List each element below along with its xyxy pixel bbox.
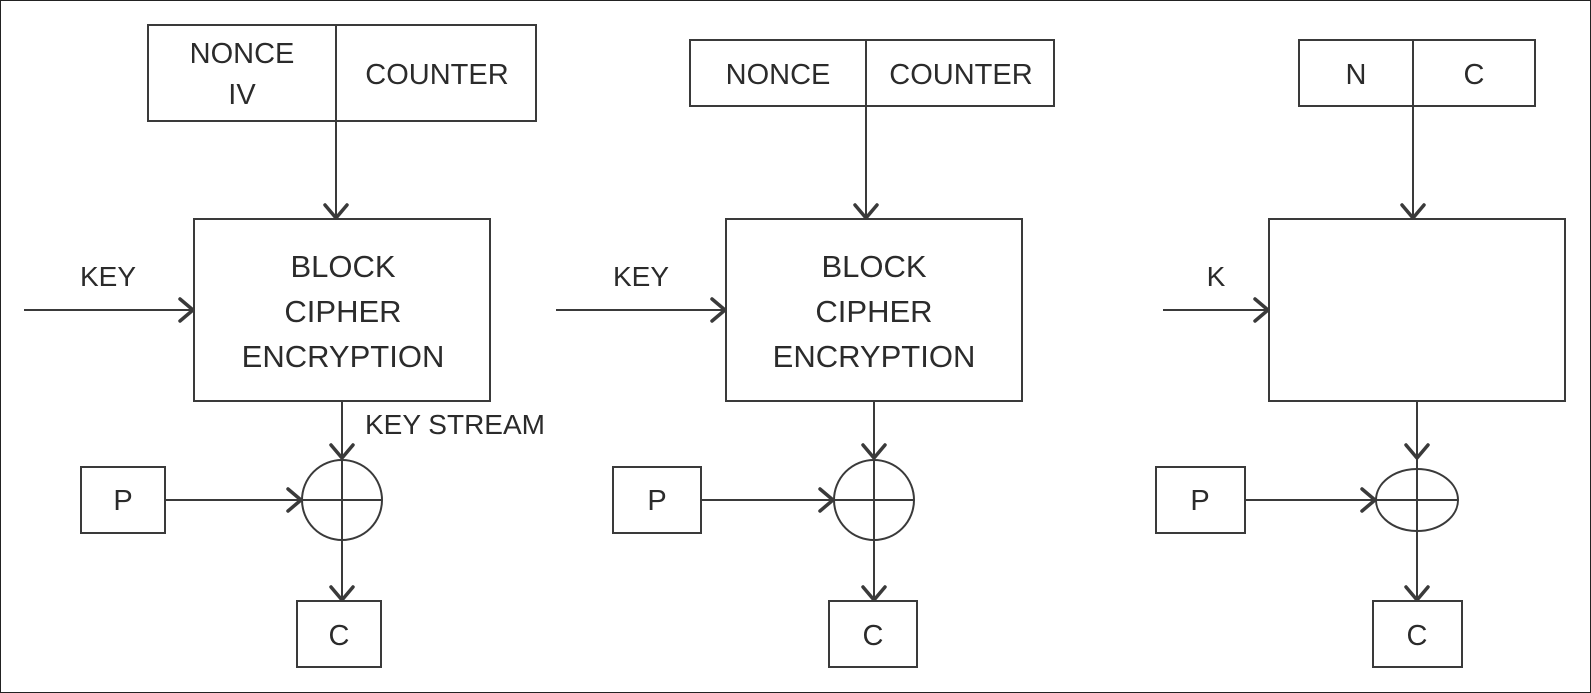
xor-icon	[833, 459, 915, 541]
panel-1: NONCE IV COUNTER BLOCK CIPHER ENCRYPTION…	[24, 24, 545, 668]
arrowhead-icon	[329, 443, 355, 460]
arrowhead-icon	[1253, 297, 1270, 323]
nonce-label: N	[1346, 59, 1367, 91]
cipher-label-line2: CIPHER	[815, 294, 932, 329]
key-label: KEY	[80, 261, 136, 292]
iv-label: IV	[228, 79, 256, 111]
nonce-label: NONCE	[190, 38, 295, 70]
panel-3: N C K P C	[1155, 39, 1566, 668]
counter-label: COUNTER	[365, 59, 508, 91]
arrowhead-icon	[861, 443, 887, 460]
plaintext-label: P	[113, 485, 132, 517]
ciphertext-label: C	[1407, 620, 1428, 652]
plaintext-box	[80, 466, 166, 534]
block-cipher-box	[725, 218, 1023, 402]
plaintext-label: P	[1190, 485, 1209, 517]
cipher-label-line3: ENCRYPTION	[773, 339, 976, 374]
plaintext-label: P	[647, 485, 666, 517]
nonce-counter-block	[147, 24, 537, 122]
key-label: KEY	[613, 261, 669, 292]
ciphertext-label: C	[329, 620, 350, 652]
arrowhead-icon	[818, 487, 835, 513]
nonce-label: NONCE	[726, 59, 831, 91]
counter-label: COUNTER	[889, 59, 1032, 91]
ciphertext-label: C	[863, 620, 884, 652]
arrowhead-icon	[286, 487, 303, 513]
nonce-counter-block	[689, 39, 1055, 107]
block-cipher-box	[193, 218, 491, 402]
keystream-label: KEY STREAM	[365, 409, 545, 440]
panel-2: NONCE COUNTER BLOCK CIPHER ENCRYPTION KE…	[556, 39, 1055, 668]
counter-label: C	[1464, 59, 1485, 91]
plaintext-box	[612, 466, 702, 534]
nonce-counter-block	[1298, 39, 1536, 107]
arrowhead-icon	[710, 297, 727, 323]
ciphertext-box	[296, 600, 382, 668]
plaintext-box	[1155, 466, 1246, 534]
xor-icon	[301, 459, 383, 541]
xor-icon	[1375, 458, 1459, 540]
cipher-label-line1: BLOCK	[821, 249, 926, 284]
cipher-label-line2: CIPHER	[284, 294, 401, 329]
cipher-label-line1: BLOCK	[290, 249, 395, 284]
arrowhead-icon	[178, 297, 195, 323]
ciphertext-box	[1372, 600, 1463, 668]
ciphertext-box	[828, 600, 918, 668]
key-label: K	[1207, 261, 1226, 292]
block-cipher-box	[1268, 218, 1566, 402]
cipher-label-line3: ENCRYPTION	[242, 339, 445, 374]
arrowhead-icon	[1360, 487, 1377, 513]
